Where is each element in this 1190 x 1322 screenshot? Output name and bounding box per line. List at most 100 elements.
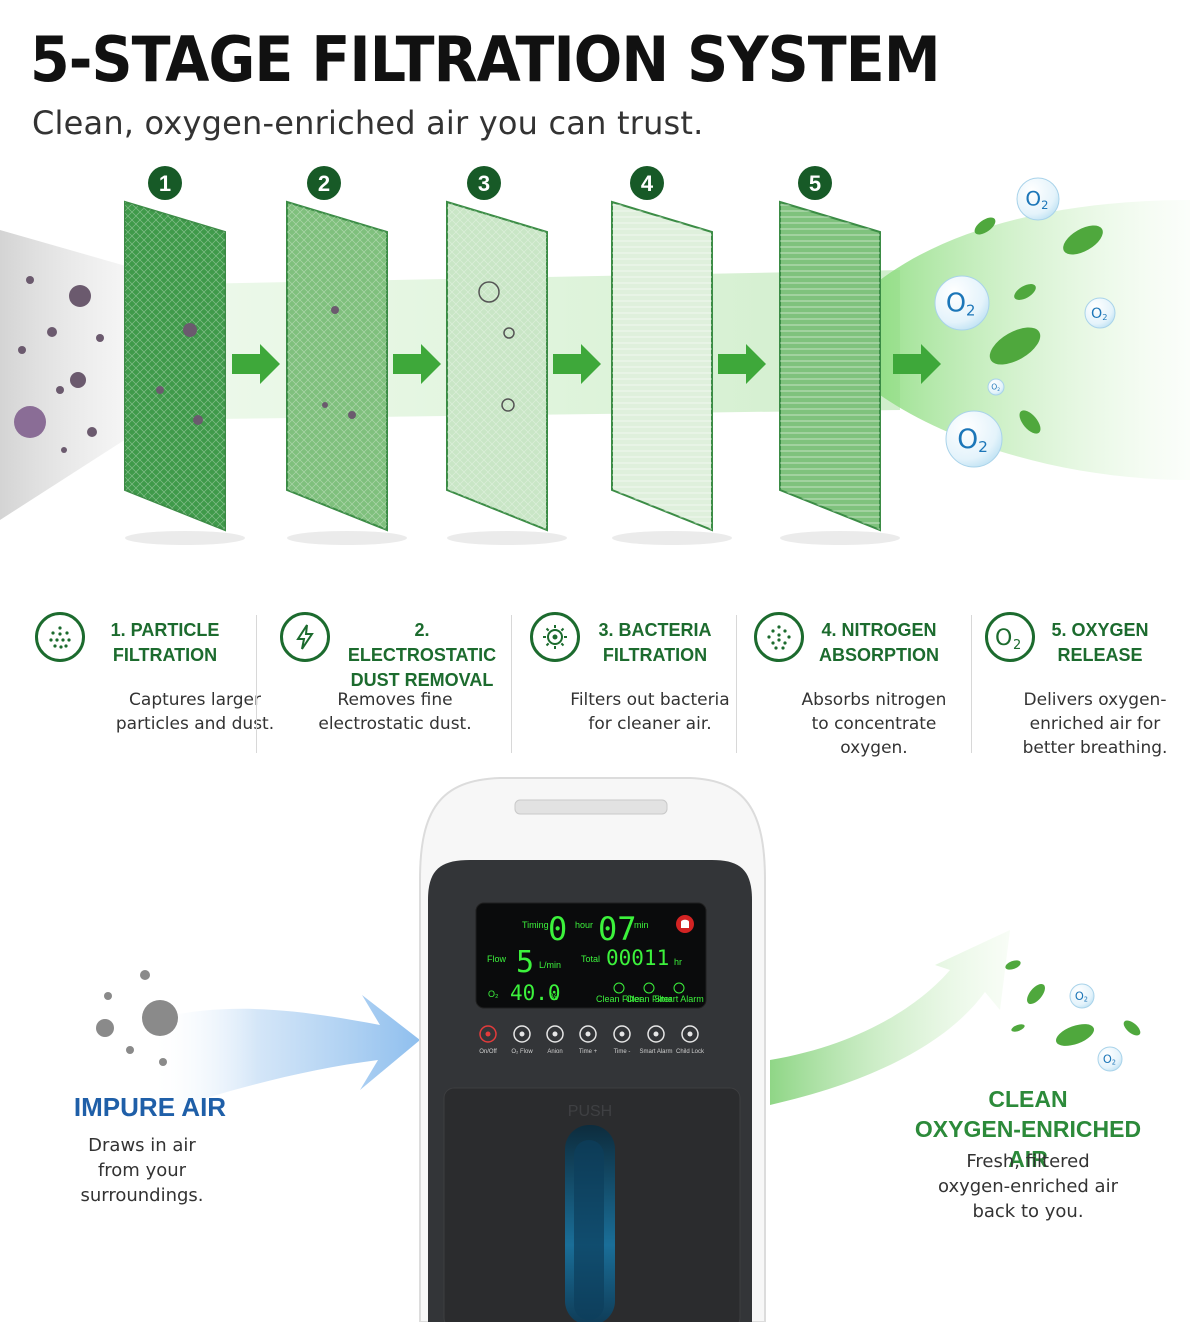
device-handle [514, 799, 668, 815]
device-display [475, 902, 707, 1009]
stage-description: Filters out bacteria for cleaner air. [570, 690, 730, 734]
svg-text:O2: O2 [991, 383, 1000, 393]
svg-text:O: O [995, 626, 1012, 651]
virus-icon [142, 1000, 178, 1036]
timing-label: Timing [522, 920, 549, 930]
leaf-icon [1055, 1024, 1095, 1046]
time-plus-button[interactable]: Time + [579, 1025, 598, 1055]
clean-air-title: CLEAN OXYGEN-ENRICHED AIR [914, 1086, 1142, 1172]
anion-button[interactable]: Anion [546, 1025, 564, 1055]
svg-text:5: 5 [809, 171, 821, 196]
particle-icon [35, 612, 85, 662]
germ-icon [348, 411, 356, 419]
leaf-icon [1014, 284, 1036, 300]
flow-arrow-icon [553, 344, 601, 384]
svg-text:Clean Filter: Clean Filter [626, 994, 672, 1004]
germ-icon [331, 306, 339, 314]
o2-bubble-icon: O2 [1084, 297, 1116, 329]
svg-text:Clean Filter: Clean Filter [596, 994, 642, 1004]
svg-text:4: 4 [641, 171, 654, 196]
bacteria-icon [503, 327, 515, 339]
stage-number-badge: 5 [798, 166, 832, 200]
nitrogen-dots-icon [754, 612, 804, 662]
germ-icon [183, 323, 197, 337]
virus-icon [14, 406, 46, 438]
status-indicator: Clean Filter [596, 982, 642, 1004]
germ-icon [61, 447, 67, 453]
leaf-icon [1123, 1020, 1141, 1036]
o2-flow-button[interactable]: O₂ Flow [511, 1025, 533, 1055]
page-title: 5-STAGE FILTRATION SYSTEM [30, 23, 941, 96]
filter-panel-1 [124, 200, 245, 545]
germ-icon [126, 1046, 134, 1054]
leaf-icon [1027, 984, 1045, 1004]
hour-label: hour [575, 920, 593, 930]
stage-number-badge: 3 [467, 166, 501, 200]
power-button[interactable]: On/Off [479, 1025, 497, 1055]
filter-panel-2 [286, 200, 407, 545]
germ-icon [322, 402, 328, 408]
svg-text:Smart Alarm: Smart Alarm [639, 1049, 672, 1055]
filter-panel-5 [779, 200, 900, 545]
flow-label: Flow [487, 954, 507, 964]
flow-value: 5 [516, 945, 534, 980]
child-lock-button[interactable]: Child Lock [676, 1025, 705, 1055]
leaf-icon [989, 327, 1041, 365]
leaf-icon [974, 217, 996, 235]
svg-text:1: 1 [159, 171, 171, 196]
svg-text:3: 3 [478, 171, 490, 196]
o2-unit: % [550, 992, 558, 1002]
filter-panel-4 [611, 200, 732, 545]
svg-text:Time -: Time - [614, 1049, 631, 1055]
page-subtitle: Clean, oxygen-enriched air you can trust… [32, 104, 704, 142]
germ-icon [26, 276, 34, 284]
bacteria-icon [478, 281, 500, 303]
svg-text:Anion: Anion [547, 1049, 562, 1055]
impure-air-flow [150, 995, 420, 1115]
stage-description: Captures larger particles and dust. [115, 690, 275, 734]
stage-number-badge: 4 [630, 166, 664, 200]
column-divider [511, 615, 512, 753]
flow-arrow-icon [393, 344, 441, 384]
svg-text:2: 2 [318, 171, 330, 196]
germ-icon [96, 334, 104, 342]
stage-title: 4. NITROGEN ABSORPTION [818, 620, 939, 665]
flow-arrow-icon [232, 344, 280, 384]
stage-title: 5. OXYGEN RELEASE [1051, 620, 1149, 665]
bacteria-icon [530, 612, 580, 662]
svg-text:Smart Alarm: Smart Alarm [654, 994, 704, 1004]
clean-air-description: Fresh, filtered oxygen-enriched air back… [937, 1151, 1118, 1222]
flow-arrow-icon [893, 344, 941, 384]
push-label: PUSH [568, 1103, 612, 1120]
leaf-icon [1063, 225, 1103, 255]
o2-bubble-icon: O2 [934, 275, 990, 331]
impure-air-description: Draws in air from your surroundings. [80, 1135, 204, 1206]
flow-arrow-icon [718, 344, 766, 384]
germ-icon [70, 372, 86, 388]
germ-icon [56, 386, 64, 394]
smart-alarm-button[interactable]: Smart Alarm [639, 1025, 673, 1055]
germ-icon [193, 415, 203, 425]
flow-unit: L/min [539, 960, 561, 970]
time-minus-button[interactable]: Time - [613, 1025, 631, 1055]
o2-bubble-icon: O2 [987, 378, 1005, 396]
svg-text:O2: O2 [946, 289, 976, 320]
column-divider [256, 615, 257, 753]
clean-air-flow [770, 930, 1010, 1105]
column-divider [971, 615, 972, 753]
germ-icon [159, 1058, 167, 1066]
o2-bubble-icon: O2 [945, 410, 1003, 468]
svg-text:2: 2 [1013, 638, 1021, 652]
leaf-icon [1019, 410, 1041, 434]
germ-icon [18, 346, 26, 354]
germ-icon [47, 327, 57, 337]
stage-description: Removes fine electrostatic dust. [318, 690, 472, 734]
impure-air-title: IMPURE AIR [73, 1092, 227, 1122]
